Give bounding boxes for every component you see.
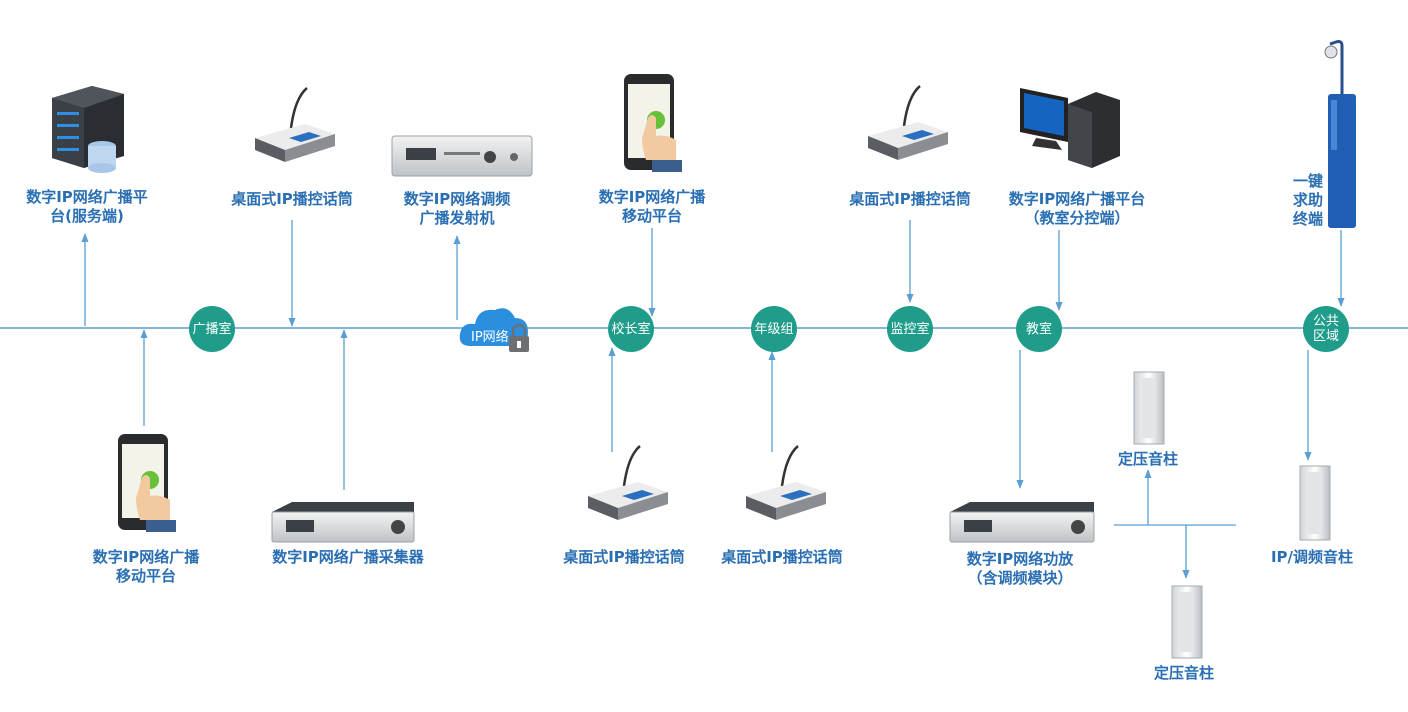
rack-transmitter-icon	[391, 135, 533, 177]
label-collector: 数字IP网络广播采集器	[272, 548, 424, 566]
label-mobile-top: 数字IP网络广播 移动平台	[598, 188, 706, 225]
label-server: 数字IP网络广播平 台(服务端)	[26, 188, 148, 225]
connector-lines	[81, 220, 1345, 579]
desktop-microphone-icon	[868, 85, 948, 160]
ip-network-label: IP网络	[471, 330, 509, 345]
smartphone-hand-icon	[624, 74, 682, 172]
column-speaker-icon	[1299, 465, 1331, 541]
label-help-terminal: 一键 求助 终端	[1292, 172, 1323, 228]
label-mobile-bottom: 数字IP网络广播 移动平台	[92, 548, 200, 585]
node-principal-room: 校长室	[608, 306, 654, 352]
desktop-microphone-icon	[255, 87, 335, 162]
desktop-microphone-icon	[746, 445, 826, 520]
label-desktop-mic-1: 桌面式IP播控话筒	[231, 190, 353, 208]
label-fm-transmitter: 数字IP网络调频 广播发射机	[403, 190, 511, 227]
node-public-area: 公共 区域	[1303, 306, 1349, 352]
label-classroom-pc: 数字IP网络广播平台 （教室分控端）	[1008, 190, 1146, 227]
node-classroom: 教室	[1016, 306, 1062, 352]
desktop-microphone-icon	[588, 445, 668, 520]
node-grade-group: 年级组	[751, 306, 797, 352]
node-broadcast-room: 广播室	[189, 306, 235, 352]
rack-collector-icon	[271, 502, 415, 543]
label-speaker-bottom: 定压音柱	[1153, 664, 1214, 682]
desktop-pc-icon	[1020, 88, 1120, 168]
column-speaker-icon	[1171, 585, 1203, 659]
label-desktop-mic-3: 桌面式IP播控话筒	[563, 548, 685, 566]
rack-amplifier-icon	[949, 502, 1095, 543]
server-icon	[52, 86, 124, 173]
label-ip-speaker: IP/调频音柱	[1270, 548, 1354, 566]
label-desktop-mic-4: 桌面式IP播控话筒	[721, 548, 843, 566]
column-speaker-icon	[1133, 371, 1165, 445]
label-amplifier: 数字IP网络功放 （含调频模块）	[966, 550, 1074, 587]
help-pole-icon	[1324, 40, 1356, 228]
smartphone-hand-icon	[118, 434, 176, 532]
ip-network-cloud-icon	[459, 308, 529, 352]
label-speaker-top: 定压音柱	[1117, 450, 1178, 468]
label-desktop-mic-2: 桌面式IP播控话筒	[849, 190, 971, 208]
node-monitor-room: 监控室	[887, 306, 933, 352]
